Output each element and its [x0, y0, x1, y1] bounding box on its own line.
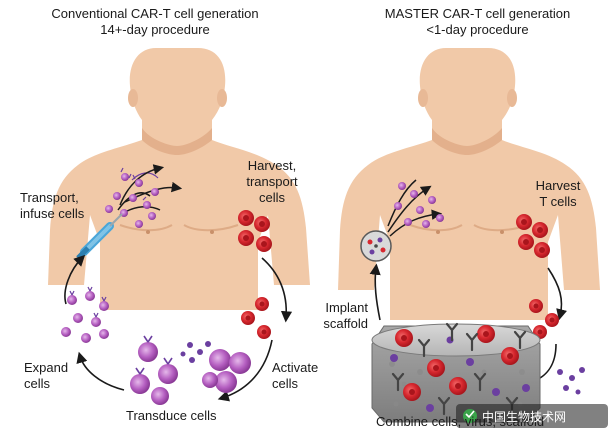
watermark-text: 中国生物技术网 [482, 410, 567, 424]
label-activate-line1: Activate [272, 360, 319, 375]
right-harvest-cells [516, 214, 550, 258]
watermark-badge [456, 404, 608, 428]
label-harvest-t-cells: Harvest T cells [526, 178, 590, 210]
implanted-scaffold-icon [360, 230, 392, 262]
label-transduce-cells: Transduce cells [126, 408, 217, 423]
left-transduced-cells [130, 335, 178, 405]
label-harvest-line2: transport [246, 174, 298, 189]
left-harvest-cells [238, 210, 272, 252]
label-harvest-line3: cells [258, 190, 285, 205]
left-virus-particles [180, 341, 211, 363]
left-transport-cells [241, 297, 271, 339]
right-site-car-t-cells [387, 179, 444, 237]
label-harvest-t-line2: T cells [539, 194, 577, 209]
left-infused-car-t-cells [105, 164, 183, 228]
left-cycle-arrows [64, 254, 293, 402]
label-expand-cells: Expand cells [24, 360, 84, 392]
label-implant-line2: scaffold [323, 316, 368, 331]
label-implant-scaffold: Implant scaffold [300, 300, 368, 332]
left-activated-cells [202, 349, 251, 393]
label-harvest-line1: Harvest, [247, 158, 297, 173]
right-virus-particles [557, 367, 585, 395]
label-expand-line1: Expand [24, 360, 69, 375]
right-transport-cells [529, 299, 559, 339]
label-transport-line1: Transport, [20, 190, 79, 205]
label-harvest-t-line1: Harvest [535, 178, 581, 193]
label-expand-line2: cells [24, 376, 51, 391]
label-harvest-transport: Harvest, transport cells [236, 158, 308, 206]
left-subtitle: 14+-day procedure [100, 22, 210, 37]
label-activate-line2: cells [272, 376, 299, 391]
left-title: Conventional CAR-T cell generation [51, 6, 259, 21]
label-transport-line2: infuse cells [20, 206, 85, 221]
label-implant-line1: Implant [325, 300, 368, 315]
label-combine: Combine cells, virus, scaffold [376, 414, 545, 429]
porous-scaffold-block [371, 322, 541, 423]
label-transport-infuse: Transport, infuse cells [20, 190, 110, 222]
right-title: MASTER CAR-T cell generation [384, 6, 571, 21]
label-activate-cells: Activate cells [272, 360, 342, 392]
right-subtitle: <1-day procedure [426, 22, 529, 37]
left-expanded-cells [61, 286, 109, 343]
